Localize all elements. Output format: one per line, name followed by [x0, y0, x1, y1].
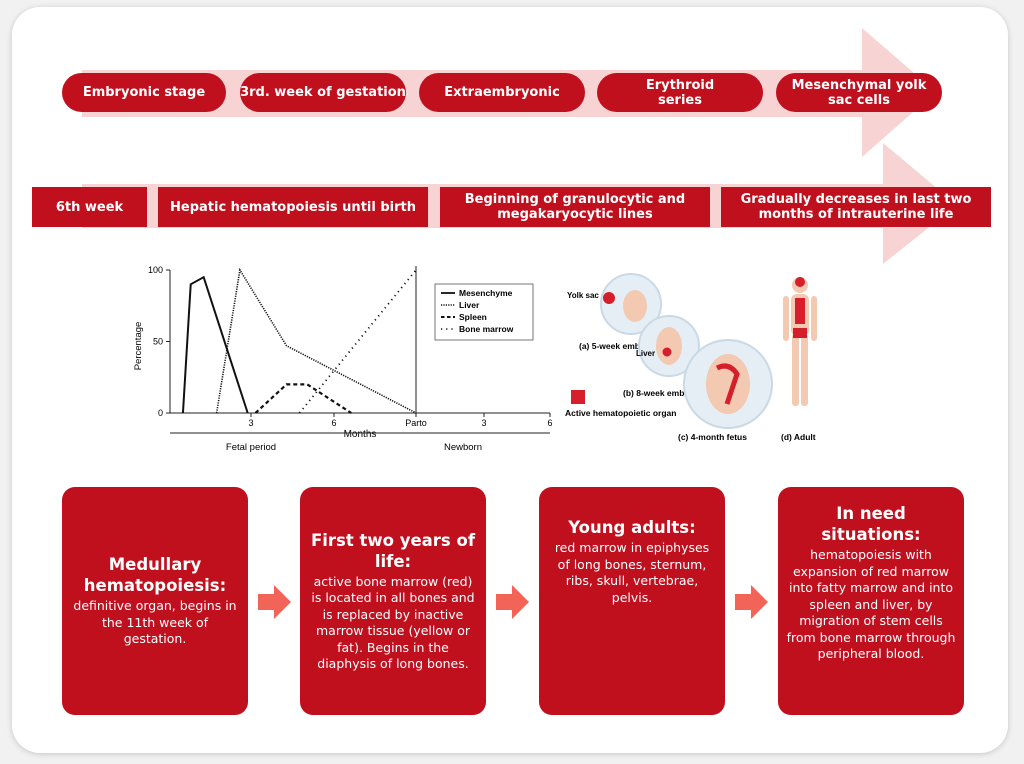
- x-tick-label: 6: [331, 418, 336, 428]
- legend-liver: Liver: [459, 300, 480, 310]
- yolk-sac-mark: [603, 292, 615, 304]
- stage-box-decreases: Gradually decreases in last two months o…: [721, 187, 991, 227]
- label-active-organ-text: Active hematopoietic organ: [565, 408, 676, 418]
- stage-card-text: hematopoiesis with expansion of red marr…: [786, 547, 956, 661]
- label-yolk-sac: Yolk sac: [567, 291, 599, 300]
- label-4month: (c) 4-month fetus: [678, 432, 747, 442]
- label-adult: (d) Adult: [781, 432, 816, 442]
- x-tick-label: 3: [481, 418, 486, 428]
- stage-card-heading: Medullary hematopoiesis:: [83, 555, 227, 596]
- chevron-right-icon: [496, 585, 529, 619]
- chevron-right-icon: [735, 585, 768, 619]
- stage-pill-mesenchymal: Mesenchymal yolk sac cells: [776, 73, 942, 112]
- stage-card-heading: Young adults:: [568, 518, 696, 537]
- stage-pill-3rd-week: 3rd. week of gestation: [240, 73, 406, 112]
- stage-box-granulocytic: Beginning of granulocytic and megakaryoc…: [440, 187, 710, 227]
- liver-mark: [662, 347, 672, 357]
- active-organ-swatch: [571, 390, 585, 404]
- development-illustration: Yolk sac (a) 5-week embryo Liver (b) 8-w…: [557, 268, 832, 453]
- stage-card-young-adults: Young adults: red marrow in epiphyses of…: [539, 487, 725, 715]
- label-active-organ: Active hematopoietic organ: [565, 408, 676, 418]
- label-5week: (a) 5-week embryo: [579, 341, 653, 351]
- period-newborn: Newborn: [444, 442, 482, 453]
- series-line-spleen: [254, 383, 352, 414]
- stage-card-first-years: First two years of life: active bone mar…: [300, 487, 486, 715]
- chart-legend: Mesenchyme Liver Spleen Bone marrow: [434, 283, 534, 341]
- stage-card-medullary: Medullary hematopoiesis: definitive orga…: [62, 487, 248, 715]
- legend-bone-marrow: Bone marrow: [459, 324, 514, 334]
- y-axis-label: Percentage: [133, 322, 144, 371]
- stage-pill-erythroid: Erythroid series: [597, 73, 763, 112]
- stage-box-hepatic: Hepatic hematopoiesis until birth: [158, 187, 428, 227]
- series-line-mesenchyme: [181, 275, 249, 414]
- stage-card-text: red marrow in epiphyses of long bones, s…: [554, 540, 710, 605]
- series-line-liver: [215, 267, 417, 414]
- chevron-right-icon: [258, 585, 291, 619]
- stage-card-heading: In need situations:: [821, 504, 921, 544]
- y-tick-label: 100: [148, 265, 163, 275]
- legend-mesenchyme: Mesenchyme: [459, 288, 513, 298]
- label-liver: Liver: [636, 349, 655, 358]
- adult-figure: [783, 277, 817, 406]
- legend-spleen: Spleen: [459, 312, 487, 322]
- x-tick-label: 6: [547, 418, 552, 428]
- stage-pill-embryonic: Embryonic stage: [62, 73, 226, 112]
- x-tick-label: Parto: [405, 418, 427, 428]
- stage-card-text: definitive organ, begins in the 11th wee…: [73, 598, 237, 647]
- hematopoiesis-chart: Percentage 0 50 100 3 6 Parto 3 6 Months Fetal …: [125, 258, 555, 458]
- stage-box-6th-week: 6th week: [32, 187, 147, 227]
- label-8week: (b) 8-week embryo: [623, 388, 698, 398]
- stage-card-text: active bone marrow (red) is located in a…: [311, 573, 475, 672]
- period-fetal: Fetal period: [226, 442, 276, 453]
- y-tick-label: 0: [158, 408, 163, 418]
- y-tick-label: 50: [153, 337, 163, 347]
- stage-card-need-situations: In need situations: hematopoiesis with e…: [778, 487, 964, 715]
- x-axis-label: Months: [344, 429, 377, 440]
- stage-pill-extraembryonic: Extraembryonic: [419, 73, 585, 112]
- stage-card-heading: First two years of life:: [310, 530, 476, 571]
- x-tick-label: 3: [248, 418, 253, 428]
